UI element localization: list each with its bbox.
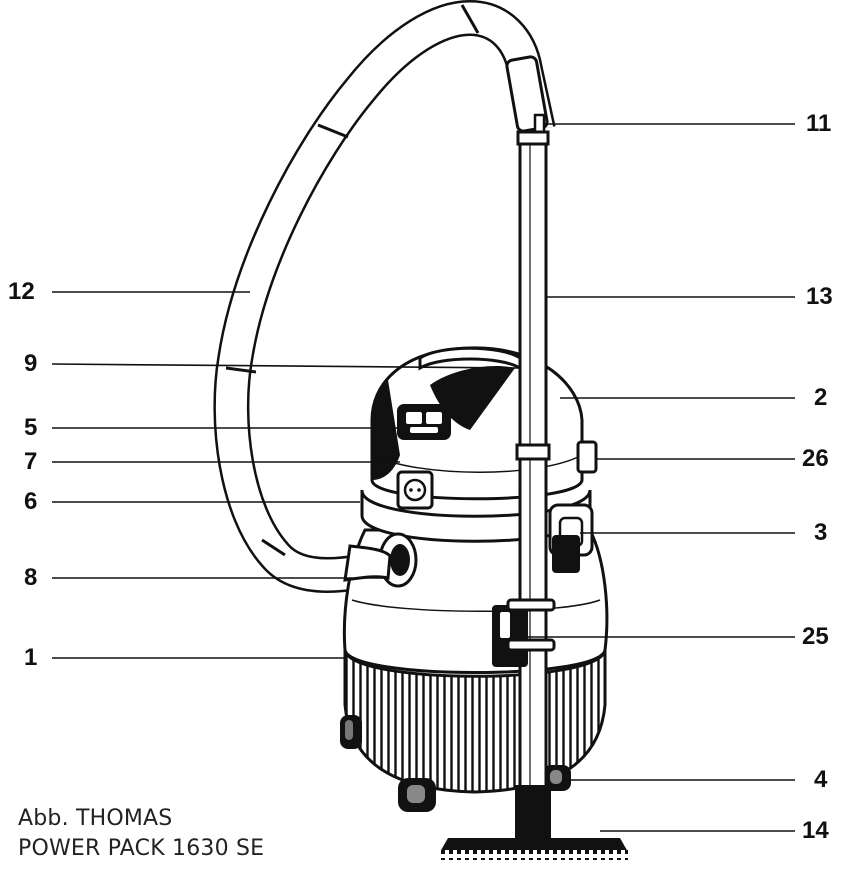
callout-13: 13 xyxy=(806,283,833,310)
callout-25: 25 xyxy=(802,623,829,650)
callout-4: 4 xyxy=(814,766,828,793)
callout-14: 14 xyxy=(802,817,829,844)
hose-grip xyxy=(505,55,549,133)
power-socket[interactable] xyxy=(396,470,434,510)
callout-6: 6 xyxy=(24,488,38,515)
figure-caption-line-1: Abb. THOMAS xyxy=(18,806,173,831)
callout-26: 26 xyxy=(802,445,829,472)
base-unit xyxy=(340,648,607,812)
hose-cuff xyxy=(225,366,257,374)
hose-cuff xyxy=(460,4,480,34)
suction-hose xyxy=(213,0,556,593)
hose-cuff xyxy=(317,123,349,139)
hose-connector xyxy=(343,532,418,588)
callout-2: 2 xyxy=(814,384,828,411)
hose-cuff xyxy=(261,538,286,557)
callout-8: 8 xyxy=(24,564,38,591)
callout-1: 1 xyxy=(24,644,38,671)
air-slide-control xyxy=(533,113,546,135)
callout-11: 11 xyxy=(806,110,832,137)
callout-5: 5 xyxy=(24,414,38,441)
callout-3: 3 xyxy=(814,519,828,546)
telescopic-suction-tube xyxy=(515,130,551,822)
callout-9: 9 xyxy=(24,350,38,377)
caster-wheel xyxy=(398,778,436,812)
caster-wheel xyxy=(340,715,362,749)
callout-12: 12 xyxy=(8,278,35,305)
callout-7: 7 xyxy=(24,448,38,475)
leader-lines xyxy=(51,123,795,832)
control-switch-panel[interactable] xyxy=(397,404,451,440)
cover-clamp-latch[interactable] xyxy=(548,503,594,573)
caster-wheel xyxy=(543,765,571,791)
floor-nozzle xyxy=(440,805,628,860)
leader-line-9 xyxy=(51,363,521,369)
tube-holder xyxy=(492,598,556,667)
cable-rewind-button[interactable] xyxy=(576,440,598,474)
figure-caption-line-2: POWER PACK 1630 SE xyxy=(18,836,265,861)
